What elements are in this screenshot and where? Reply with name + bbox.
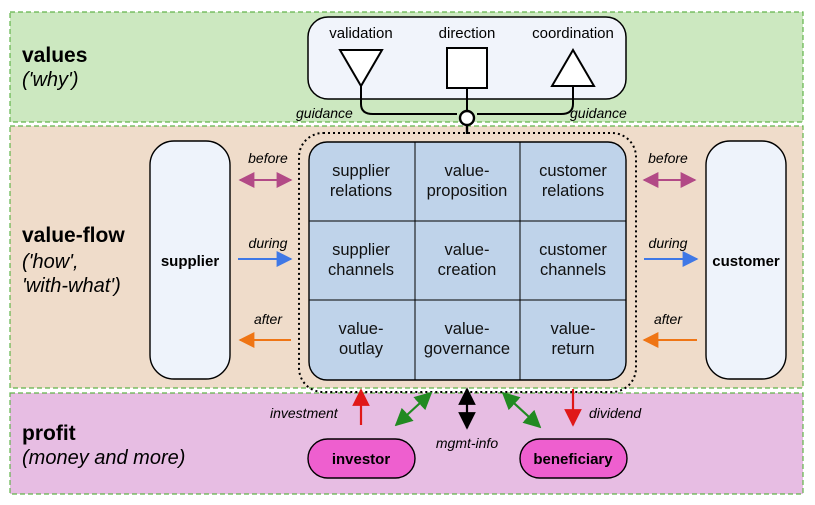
profit-subtitle: (money and more) [22,447,185,469]
cell-supplier-relations-line2: relations [330,182,392,200]
investor-label: investor [332,451,391,468]
during-left-label: during [249,235,288,251]
mgmt-info-label: mgmt-info [436,435,498,451]
investment-label: investment [270,405,339,421]
cell-value-proposition-line1: value- [445,162,490,180]
cell-value-creation-line1: value- [445,241,490,259]
coordination-triangle-up-icon [550,48,596,87]
before-right-label: before [648,150,688,166]
values-subtitle: ('why') [22,69,79,91]
guidance-junction [458,109,476,127]
validation-connector [360,86,457,115]
cell-supplier-relations-line1: supplier [332,162,390,180]
value-grid [308,141,627,381]
beneficiary-label: beneficiary [533,451,613,468]
validation-triangle-down-icon [338,49,384,88]
cell-customer-channels-line1: customer [539,241,607,259]
guidance-right-label: guidance [570,105,627,121]
customer-box [705,140,787,380]
beneficiary-pill [519,438,628,479]
before-left-label: before [248,150,288,166]
cell-value-outlay-line1: value- [339,320,384,338]
customer-label: customer [712,253,780,270]
cell-supplier-channels-line2: channels [328,261,394,279]
investor-info-arrow [394,391,433,427]
direction-square-icon [446,47,488,89]
valueflow-subtitle-2: 'with-what') [22,275,121,297]
after-left-label: after [254,311,283,327]
cell-value-creation-line2: creation [438,261,497,279]
cell-value-proposition-line2: proposition [427,182,508,200]
validation-label: validation [329,25,392,42]
cell-value-outlay-line2: outlay [339,340,384,358]
cell-value-return-line2: return [551,340,594,358]
direction-label: direction [439,25,496,42]
values-title: values [22,44,87,67]
cell-value-governance-line1: value- [445,320,490,338]
grid-dotted-outline [298,132,637,393]
guidance-left-label: guidance [296,105,353,121]
cell-value-return-line1: value- [551,320,596,338]
during-right-label: during [649,235,688,251]
coordination-connector [477,86,574,115]
coordination-label: coordination [532,25,614,42]
valueflow-subtitle-1: ('how', [22,251,79,273]
cell-supplier-channels-line1: supplier [332,241,390,259]
investor-pill [307,438,416,479]
after-right-label: after [654,311,683,327]
profit-title: profit [22,422,76,445]
supplier-label: supplier [161,253,220,270]
beneficiary-info-arrow [501,391,542,429]
valueflow-title: value-flow [22,224,125,247]
supplier-box [149,140,231,380]
cell-customer-channels-line2: channels [540,261,606,279]
cell-customer-relations-line2: relations [542,182,604,200]
cell-customer-relations-line1: customer [539,162,607,180]
dividend-label: dividend [589,405,642,421]
cell-value-governance-line2: governance [424,340,510,358]
